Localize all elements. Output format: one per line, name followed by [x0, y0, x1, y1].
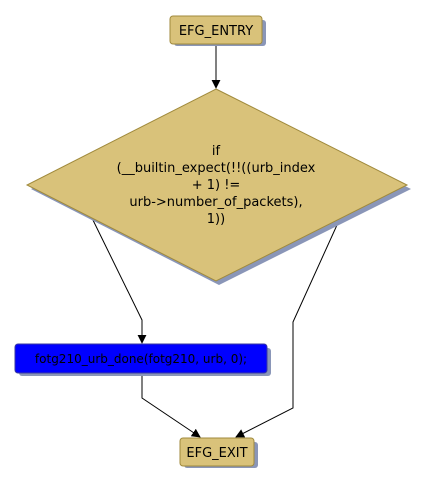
exit-label: EFG_EXIT: [186, 446, 247, 461]
entry-node[interactable]: EFG_ENTRY: [169, 15, 266, 46]
condition-line-5: 1)): [207, 212, 225, 227]
entry-label: EFG_ENTRY: [179, 24, 253, 39]
edge-call-to-exit: [141, 374, 201, 438]
condition-line-4: urb->number_of_packets),: [129, 195, 302, 210]
edge-condition-to-call: [89, 213, 147, 344]
condition-node[interactable]: if (__builtin_expect(!!((urb_index + 1) …: [25, 88, 411, 285]
condition-line-2: (__builtin_expect(!!((urb_index: [117, 161, 316, 176]
call-label: fotg210_urb_done(fotg210, urb, 0);: [35, 352, 247, 366]
condition-line-1: if: [212, 144, 221, 159]
call-node[interactable]: fotg210_urb_done(fotg210, urb, 0);: [14, 343, 271, 376]
edge-condition-to-exit: [235, 213, 343, 438]
exit-node[interactable]: EFG_EXIT: [179, 437, 258, 468]
condition-line-3: + 1) !=: [192, 178, 241, 193]
